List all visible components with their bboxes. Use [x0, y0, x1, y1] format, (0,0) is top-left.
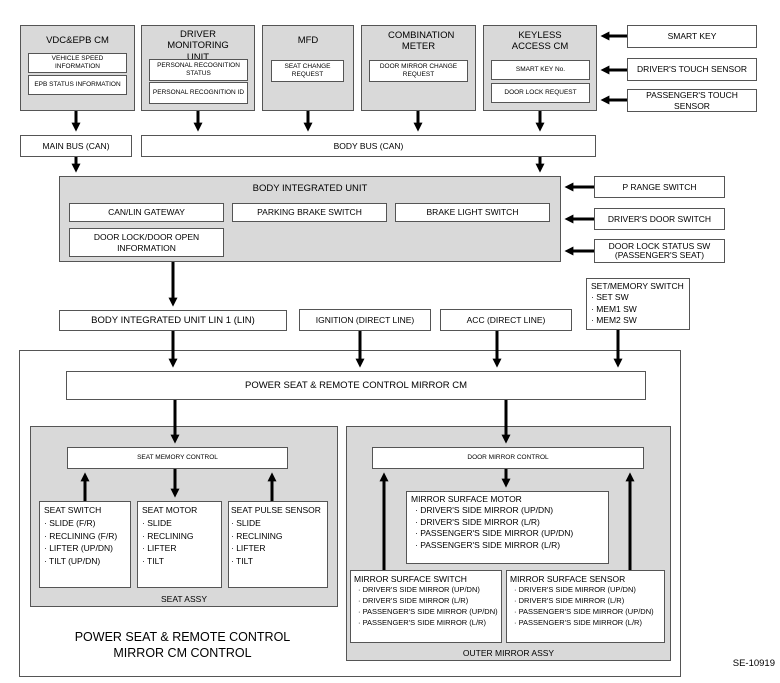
- mirror-surface-motor-item: · DRIVER'S SIDE MIRROR (UP/DN): [415, 505, 554, 516]
- vehicle-speed-info: VEHICLE SPEED INFORMATION: [28, 53, 127, 73]
- mirror-surface-sensor-item: · DRIVER'S SIDE MIRROR (L/R): [514, 596, 625, 606]
- seat-motor-item: · TILT: [142, 556, 164, 566]
- smart-key-number: SMART KEY No.: [491, 60, 590, 80]
- mfd-title: MFD: [297, 35, 319, 46]
- door-lock-door-open-info: DOOR LOCK/DOOR OPEN INFORMATION: [69, 228, 224, 257]
- seat-pulse-sensor-item: · TILT: [231, 556, 253, 566]
- figure-id: SE-10919: [732, 658, 775, 669]
- seat-memory-control: SEAT MEMORY CONTROL: [67, 447, 288, 469]
- seat-motor-item: · SLIDE: [142, 517, 172, 528]
- seat-pulse-sensor-item: · LIFTER: [231, 543, 266, 554]
- mirror-surface-switch-item: · DRIVER'S SIDE MIRROR (L/R): [358, 596, 469, 606]
- can-lin-gateway: CAN/LIN GATEWAY: [69, 203, 224, 222]
- seat-pulse-sensor-item: · RECLINING: [231, 530, 283, 541]
- seat-assy-label: SEAT ASSY: [161, 594, 207, 604]
- vdc-epb-cm-title: VDC&EPB CM: [46, 35, 109, 46]
- body-bus-can: BODY BUS (CAN): [141, 135, 596, 157]
- mirror-surface-switch-item: · DRIVER'S SIDE MIRROR (UP/DN): [358, 585, 480, 595]
- keyless-access-cm-box: KEYLESS ACCESS CM SMART KEY No. DOOR LOC…: [483, 25, 597, 111]
- keyless-access-cm-title: KEYLESS ACCESS CM: [511, 30, 569, 53]
- seat-motor-box: SEAT MOTOR · SLIDE · RECLINING · LIFTER …: [137, 501, 222, 588]
- door-mirror-control: DOOR MIRROR CONTROL: [372, 447, 644, 469]
- seat-switch-title: SEAT SWITCH: [44, 505, 102, 515]
- combination-meter-title: COMBINATION METER: [388, 30, 455, 53]
- drivers-touch-sensor-input: DRIVER'S TOUCH SENSOR: [627, 58, 757, 81]
- mirror-surface-sensor-box: MIRROR SURFACE SENSOR · DRIVER'S SIDE MI…: [506, 570, 665, 643]
- mirror-surface-sensor-item: · PASSENGER'S SIDE MIRROR (L/R): [514, 617, 642, 627]
- set-sw-item: · SET SW: [591, 292, 629, 303]
- seat-pulse-sensor-title: SEAT PULSE SENSOR: [231, 505, 321, 515]
- seat-switch-item: · SLIDE (F/R): [44, 517, 96, 528]
- p-range-switch-input: P RANGE SWITCH: [594, 176, 725, 198]
- biu-lin1-line: BODY INTEGRATED UNIT LIN 1 (LIN): [59, 310, 287, 331]
- driver-monitoring-unit-title: DRIVER MONITORING UNIT: [167, 29, 229, 63]
- seat-switch-box: SEAT SWITCH · SLIDE (F/R) · RECLINING (F…: [39, 501, 131, 588]
- epb-status-info: EPB STATUS INFORMATION: [28, 75, 127, 95]
- door-mirror-change-request: DOOR MIRROR CHANGE REQUEST: [369, 60, 468, 82]
- driver-monitoring-unit-box: DRIVER MONITORING UNIT PERSONAL RECOGNIT…: [141, 25, 255, 111]
- acc-direct-line: ACC (DIRECT LINE): [440, 309, 572, 331]
- smart-key-input: SMART KEY: [627, 25, 757, 48]
- brake-light-switch: BRAKE LIGHT SWITCH: [395, 203, 550, 222]
- vdc-epb-cm-box: VDC&EPB CM VEHICLE SPEED INFORMATION EPB…: [20, 25, 135, 111]
- mirror-surface-motor-item: · PASSENGER'S SIDE MIRROR (L/R): [415, 539, 561, 550]
- body-integrated-unit-title: BODY INTEGRATED UNIT: [252, 183, 368, 194]
- system-caption: POWER SEAT & REMOTE CONTROL MIRROR CM CO…: [74, 630, 291, 660]
- outer-mirror-assy-label: OUTER MIRROR ASSY: [462, 648, 555, 658]
- mirror-surface-motor-item: · DRIVER'S SIDE MIRROR (L/R): [415, 516, 540, 527]
- door-lock-status-sw-input: DOOR LOCK STATUS SW (PASSENGER'S SEAT): [594, 239, 725, 263]
- set-memory-switch-title: SET/MEMORY SWITCH: [591, 281, 684, 291]
- seat-switch-item: · RECLINING (F/R): [44, 530, 118, 541]
- seat-motor-item: · LIFTER: [142, 543, 177, 554]
- seat-motor-item: · RECLINING: [142, 530, 194, 541]
- mirror-surface-switch-item: · PASSENGER'S SIDE MIRROR (L/R): [358, 617, 486, 627]
- mirror-surface-motor-box: MIRROR SURFACE MOTOR · DRIVER'S SIDE MIR…: [406, 491, 609, 564]
- personal-recognition-status: PERSONAL RECOGNITION STATUS: [149, 59, 248, 81]
- seat-motor-title: SEAT MOTOR: [142, 505, 198, 515]
- mirror-surface-sensor-title: MIRROR SURFACE SENSOR: [510, 574, 626, 584]
- mirror-surface-switch-box: MIRROR SURFACE SWITCH · DRIVER'S SIDE MI…: [350, 570, 502, 643]
- parking-brake-switch: PARKING BRAKE SWITCH: [232, 203, 387, 222]
- combination-meter-box: COMBINATION METER DOOR MIRROR CHANGE REQ…: [361, 25, 476, 111]
- mirror-surface-sensor-item: · PASSENGER'S SIDE MIRROR (UP/DN): [514, 607, 654, 617]
- passengers-touch-sensor-input: PASSENGER'S TOUCH SENSOR: [627, 89, 757, 112]
- seat-change-request: SEAT CHANGE REQUEST: [271, 60, 344, 82]
- set-memory-switch-box: SET/MEMORY SWITCH · SET SW · MEM1 SW · M…: [586, 278, 690, 330]
- main-bus-can: MAIN BUS (CAN): [20, 135, 132, 157]
- mirror-surface-motor-title: MIRROR SURFACE MOTOR: [411, 494, 522, 504]
- mfd-box: MFD SEAT CHANGE REQUEST: [262, 25, 354, 111]
- power-seat-mirror-cm: POWER SEAT & REMOTE CONTROL MIRROR CM: [66, 371, 646, 400]
- mirror-surface-motor-item: · PASSENGER'S SIDE MIRROR (UP/DN): [415, 528, 574, 539]
- body-integrated-unit-box: BODY INTEGRATED UNIT CAN/LIN GATEWAY PAR…: [59, 176, 561, 262]
- personal-recognition-id: PERSONAL RECOGNITION ID: [149, 82, 248, 104]
- mirror-surface-switch-item: · PASSENGER'S SIDE MIRROR (UP/DN): [358, 607, 498, 617]
- mirror-surface-sensor-item: · DRIVER'S SIDE MIRROR (UP/DN): [514, 585, 636, 595]
- seat-pulse-sensor-item: · SLIDE: [231, 517, 261, 528]
- drivers-door-switch-input: DRIVER'S DOOR SWITCH: [594, 208, 725, 230]
- ignition-direct-line: IGNITION (DIRECT LINE): [299, 309, 431, 331]
- mem2-sw-item: · MEM2 SW: [591, 315, 637, 326]
- mirror-surface-switch-title: MIRROR SURFACE SWITCH: [354, 574, 467, 584]
- seat-switch-item: · LIFTER (UP/DN): [44, 543, 113, 554]
- door-lock-request: DOOR LOCK REQUEST: [491, 83, 590, 103]
- mem1-sw-item: · MEM1 SW: [591, 303, 637, 314]
- seat-pulse-sensor-box: SEAT PULSE SENSOR · SLIDE · RECLINING · …: [228, 501, 328, 588]
- seat-switch-item: · TILT (UP/DN): [44, 556, 101, 566]
